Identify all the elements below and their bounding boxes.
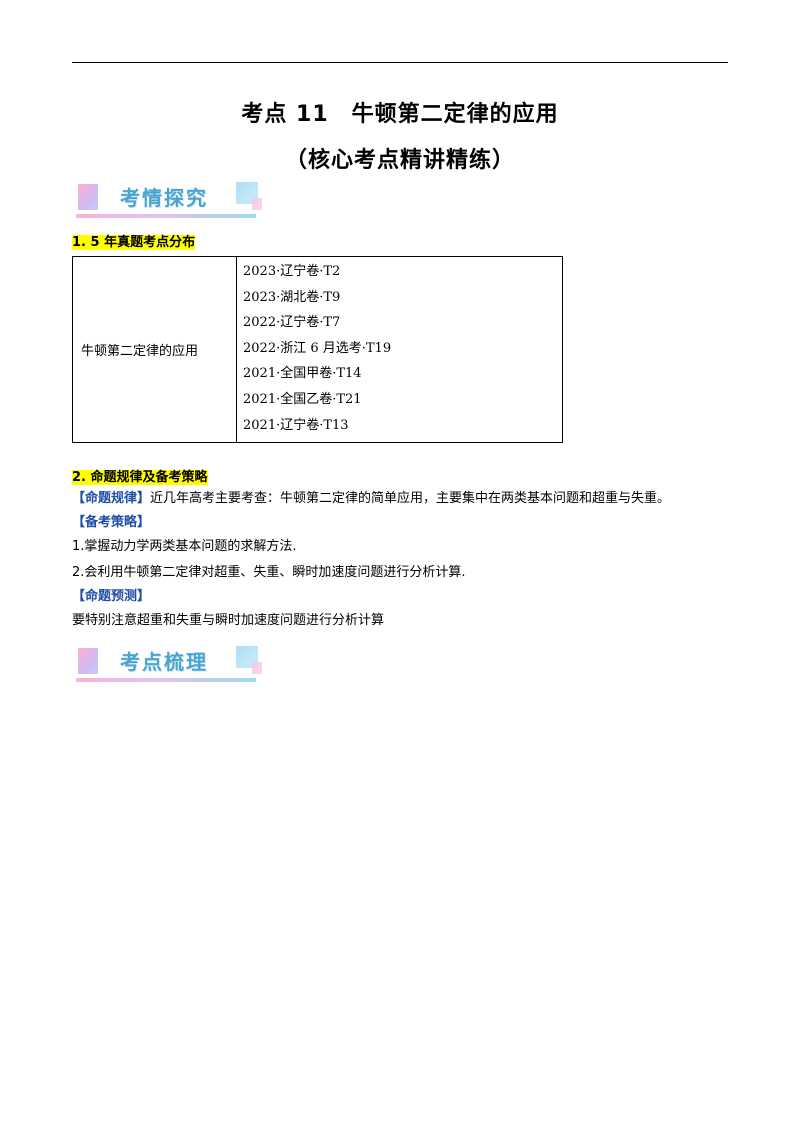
distribution-heading-text: 1. 5 年真题考点分布 [72, 235, 196, 250]
forecast-label-line: 【命题预测】 [72, 587, 732, 607]
banner-label: 考情探究 [120, 186, 208, 210]
page-subtitle: （核心考点精讲精练） [284, 148, 515, 173]
list-item: 2022·辽宁卷·T7 [243, 315, 341, 331]
list-item: 2023·湖北卷·T9 [243, 289, 341, 305]
strategy-item: 2.会利用牛顿第二定律对超重、失重、瞬时加速度问题进行分析计算. [72, 565, 466, 580]
banner-label: 考点梳理 [120, 650, 208, 674]
section-banner-key-points: 考点梳理 [76, 644, 268, 684]
banner-decoration [78, 648, 98, 674]
list-item: 2021·辽宁卷·T13 [243, 417, 349, 433]
banner-decoration [252, 198, 262, 210]
section-heading-strategy: 2. 命题规律及备考策略 [72, 466, 208, 485]
list-item: 2023·辽宁卷·T2 [243, 264, 341, 279]
rule-label: 【命题规律】 [72, 491, 151, 506]
table-items-cell: 2023·辽宁卷·T2 2023·湖北卷·T9 2022·辽宁卷·T7 2022… [236, 255, 563, 444]
strategy-label: 【备考策略】 [72, 515, 151, 530]
rule-paragraph: 【命题规律】近几年高考主要考查：牛顿第二定律的简单应用，主要集中在两类基本问题和… [72, 489, 732, 509]
section-heading-distribution: 1. 5 年真题考点分布 [72, 231, 196, 250]
table-topic-cell: 牛顿第二定律的应用 [72, 255, 237, 444]
strategy-label-line: 【备考策略】 [72, 513, 732, 533]
page-title: 考点 11 牛顿第二定律的应用 [241, 102, 559, 127]
table-row: 牛顿第二定律的应用 2023·辽宁卷·T2 2023·湖北卷·T9 2022·辽… [72, 255, 563, 444]
exam-distribution-table: 牛顿第二定律的应用 2023·辽宁卷·T2 2023·湖北卷·T9 2022·辽… [72, 255, 563, 444]
banner-underline [76, 678, 256, 682]
header-rule [72, 62, 728, 63]
list-item: 2022·浙江 6 月选考·T19 [243, 340, 392, 356]
list-item: 2021·全国乙卷·T21 [243, 391, 362, 407]
section-banner-exam-analysis: 考情探究 [76, 180, 268, 220]
forecast-text: 要特别注意超重和失重与瞬时加速度问题进行分析计算 [72, 613, 385, 628]
strategy-heading-text: 2. 命题规律及备考策略 [72, 470, 208, 485]
forecast-label: 【命题预测】 [72, 589, 151, 604]
list-item: 2021·全国甲卷·T14 [243, 366, 362, 382]
banner-decoration [78, 184, 98, 210]
banner-decoration [252, 662, 262, 674]
rule-text: 近几年高考主要考查：牛顿第二定律的简单应用，主要集中在两类基本问题和超重与失重。 [150, 491, 671, 506]
strategy-item: 1.掌握动力学两类基本问题的求解方法. [72, 539, 297, 554]
banner-underline [76, 214, 256, 218]
